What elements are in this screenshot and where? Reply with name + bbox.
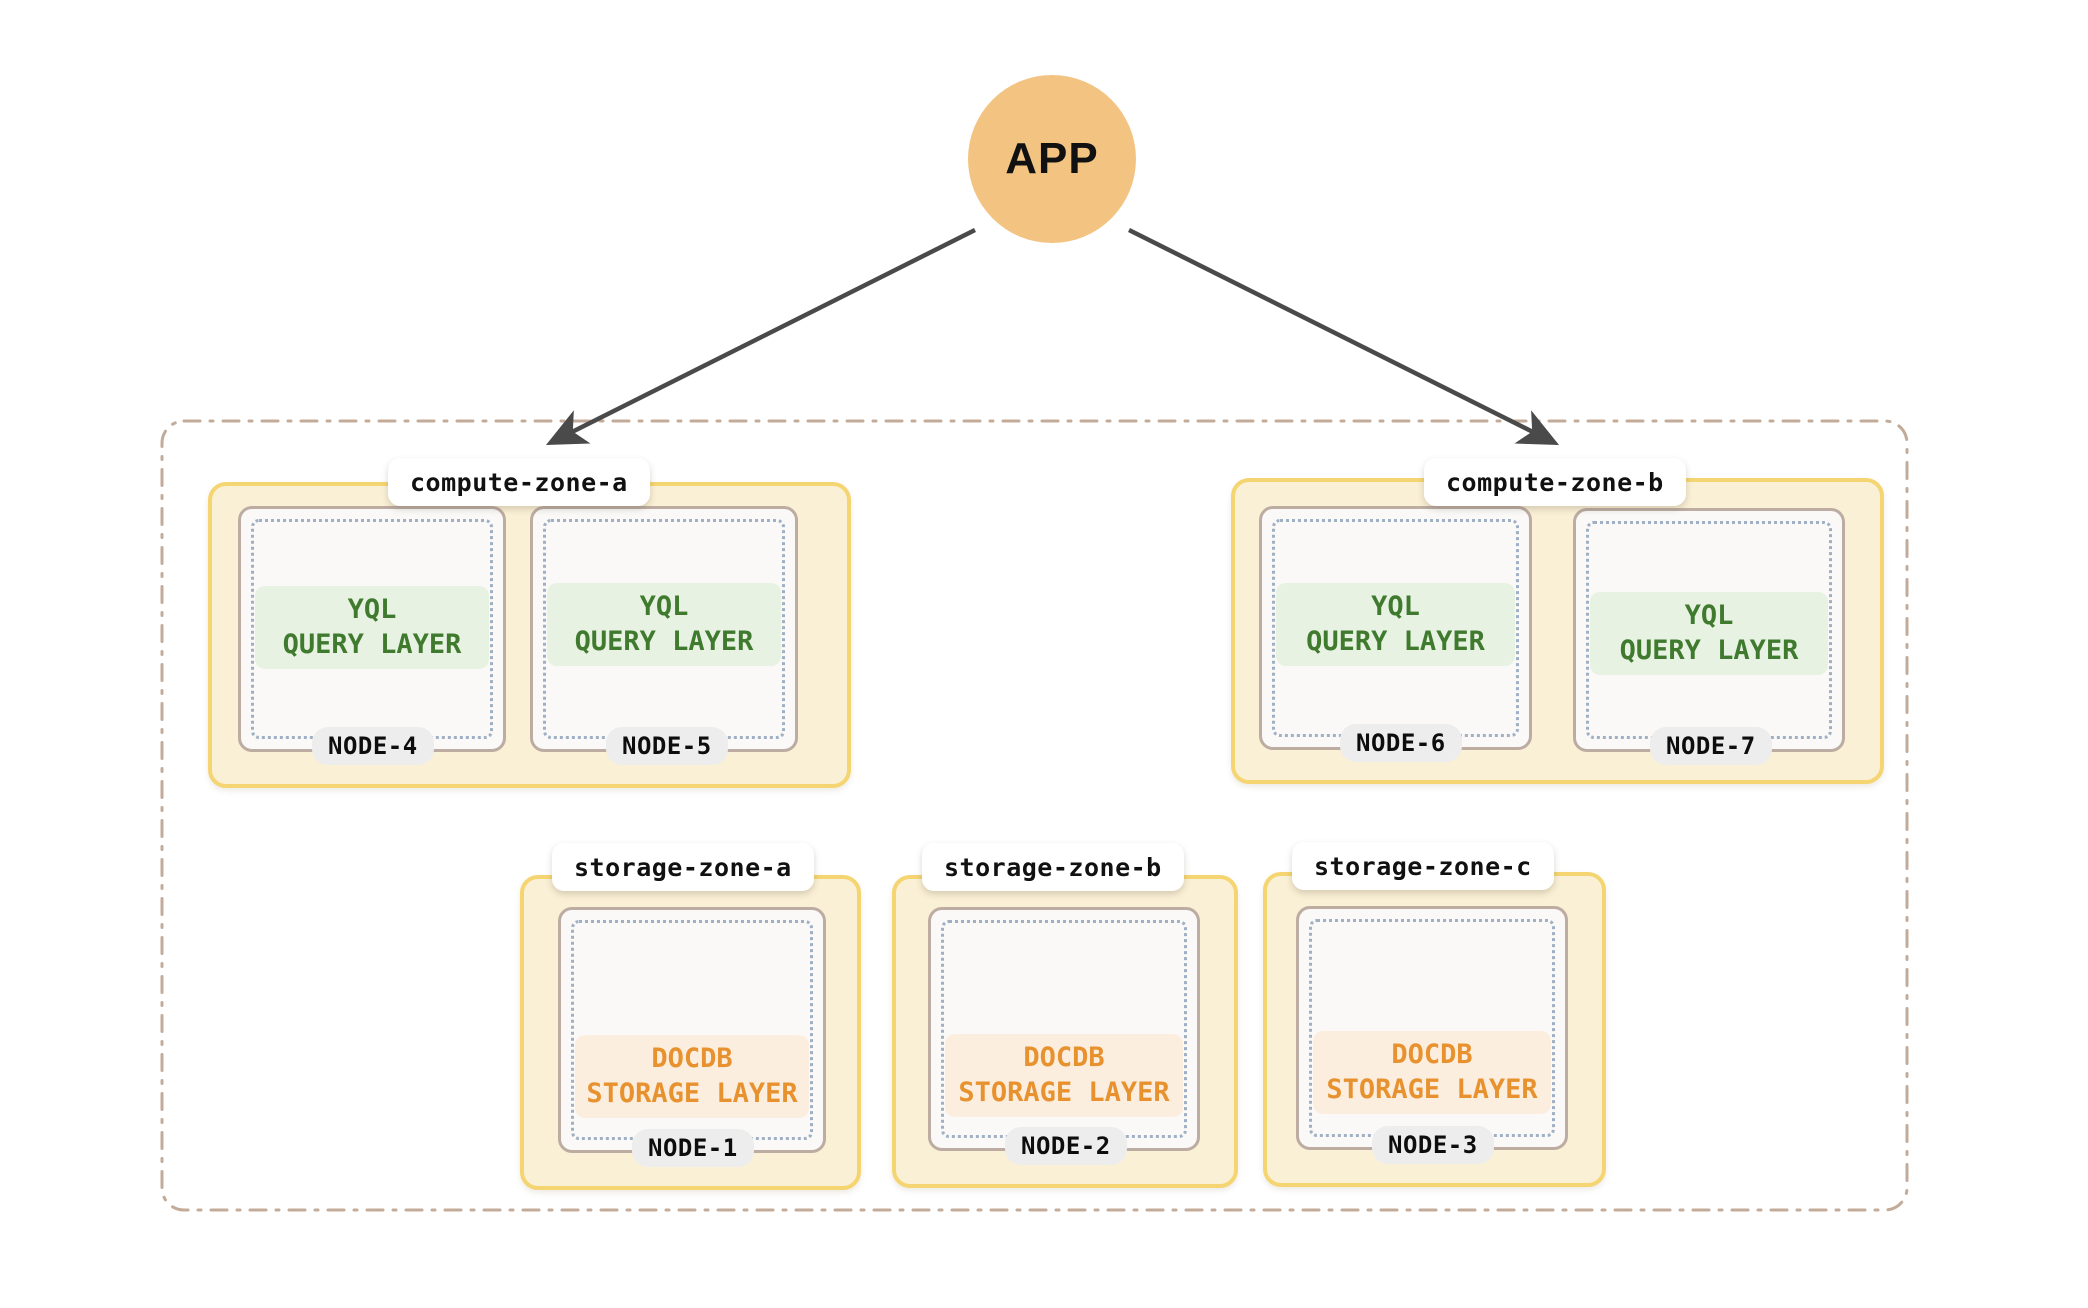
node-node-6[interactable]: YQL QUERY LAYER: [1259, 506, 1532, 750]
layer-line1-node-4: YQL: [347, 594, 397, 625]
layer-line1-node-3: DOCDB: [1391, 1039, 1473, 1070]
node-pill-node-4: NODE-4: [312, 727, 434, 765]
node-pill-node-6: NODE-6: [1340, 724, 1462, 762]
layer-line2-node-4: QUERY LAYER: [282, 628, 462, 660]
app-label: APP: [1005, 134, 1099, 183]
node-node-4[interactable]: YQL QUERY LAYER: [238, 506, 506, 752]
layer-chip-node-6: YQL QUERY LAYER: [1276, 583, 1515, 667]
layer-chip-node-4: YQL QUERY LAYER: [255, 586, 489, 670]
node-pill-node-5: NODE-5: [606, 727, 728, 765]
layer-line2-node-3: STORAGE LAYER: [1326, 1073, 1538, 1105]
app-node[interactable]: APP: [968, 75, 1136, 243]
layer-chip-node-1: DOCDB STORAGE LAYER: [575, 1035, 809, 1119]
zone-label-storage-zone-a: storage-zone-a: [552, 843, 814, 891]
layer-line2-node-1: STORAGE LAYER: [586, 1077, 798, 1109]
zone-label-compute-zone-a: compute-zone-a: [388, 458, 650, 506]
layer-line1-node-1: DOCDB: [651, 1043, 733, 1074]
zone-label-storage-zone-b: storage-zone-b: [922, 843, 1184, 891]
node-node-3[interactable]: DOCDB STORAGE LAYER: [1296, 906, 1568, 1150]
layer-chip-node-7: YQL QUERY LAYER: [1590, 592, 1828, 676]
layer-chip-node-5: YQL QUERY LAYER: [547, 583, 781, 667]
edge-app-to-compute-zone-b: [1127, 227, 1560, 446]
node-pill-node-3: NODE-3: [1372, 1126, 1494, 1164]
node-pill-node-2: NODE-2: [1005, 1127, 1127, 1165]
node-node-1[interactable]: DOCDB STORAGE LAYER: [558, 907, 826, 1153]
zone-label-storage-zone-c: storage-zone-c: [1292, 842, 1554, 890]
layer-line1-node-7: YQL: [1684, 600, 1734, 631]
node-node-2[interactable]: DOCDB STORAGE LAYER: [928, 907, 1200, 1151]
layer-line1-node-2: DOCDB: [1023, 1042, 1105, 1073]
layer-chip-node-2: DOCDB STORAGE LAYER: [945, 1034, 1183, 1118]
layer-line2-node-5: QUERY LAYER: [574, 625, 754, 657]
edge-app-to-compute-zone-a: [545, 227, 977, 446]
node-pill-node-7: NODE-7: [1650, 727, 1772, 765]
layer-chip-node-3: DOCDB STORAGE LAYER: [1313, 1031, 1551, 1115]
layer-line1-node-5: YQL: [639, 591, 689, 622]
layer-line2-node-6: QUERY LAYER: [1306, 625, 1485, 657]
zone-label-compute-zone-b: compute-zone-b: [1424, 458, 1686, 506]
layer-line2-node-7: QUERY LAYER: [1619, 634, 1799, 666]
node-node-7[interactable]: YQL QUERY LAYER: [1573, 508, 1845, 752]
layer-line2-node-2: STORAGE LAYER: [958, 1076, 1170, 1108]
node-node-5[interactable]: YQL QUERY LAYER: [530, 506, 798, 752]
layer-line1-node-6: YQL: [1371, 591, 1420, 622]
node-pill-node-1: NODE-1: [632, 1129, 754, 1167]
